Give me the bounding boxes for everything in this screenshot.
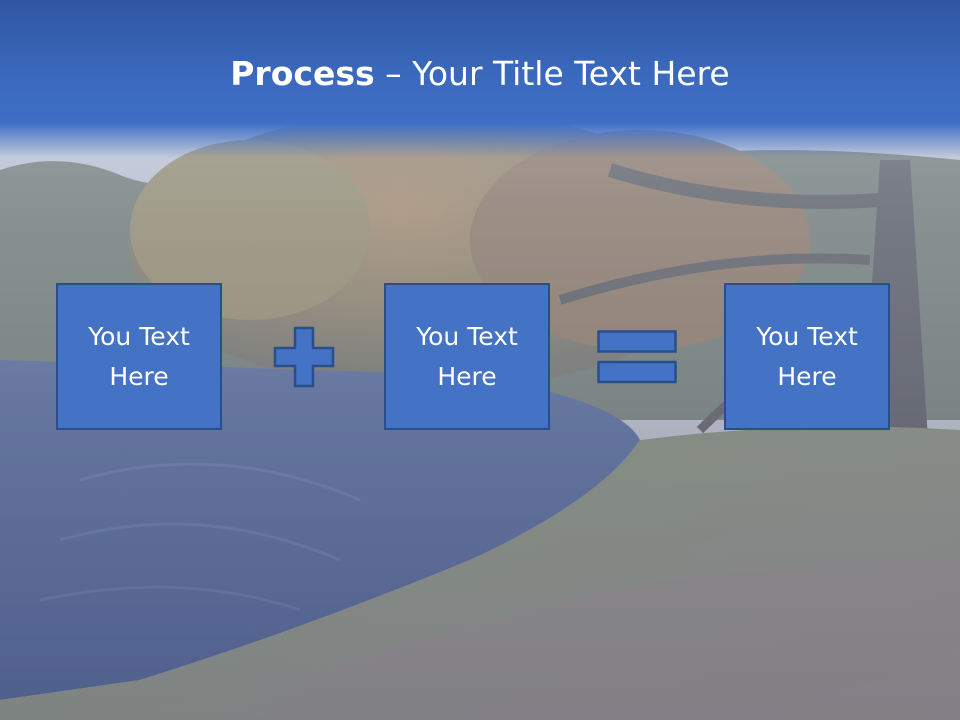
text-box-1-line1: You Text: [88, 321, 190, 351]
plus-icon: [273, 326, 335, 388]
text-box-1-line2: Here: [109, 361, 169, 391]
slide-title[interactable]: Process – Your Title Text Here: [0, 52, 960, 96]
text-box-2-line2: Here: [437, 361, 497, 391]
title-bold-text: Process: [230, 54, 375, 93]
text-box-3-line2: Here: [777, 361, 837, 391]
title-separator: –: [374, 54, 413, 93]
text-box-3-line1: You Text: [756, 321, 858, 351]
equals-icon: [597, 330, 677, 384]
text-box-2-line1: You Text: [416, 321, 518, 351]
title-bar: [0, 0, 960, 158]
text-box-3[interactable]: You Text Here: [724, 283, 890, 430]
title-rest-text: Your Title Text Here: [412, 54, 730, 93]
text-box-2[interactable]: You Text Here: [384, 283, 550, 430]
text-box-1[interactable]: You Text Here: [56, 283, 222, 430]
